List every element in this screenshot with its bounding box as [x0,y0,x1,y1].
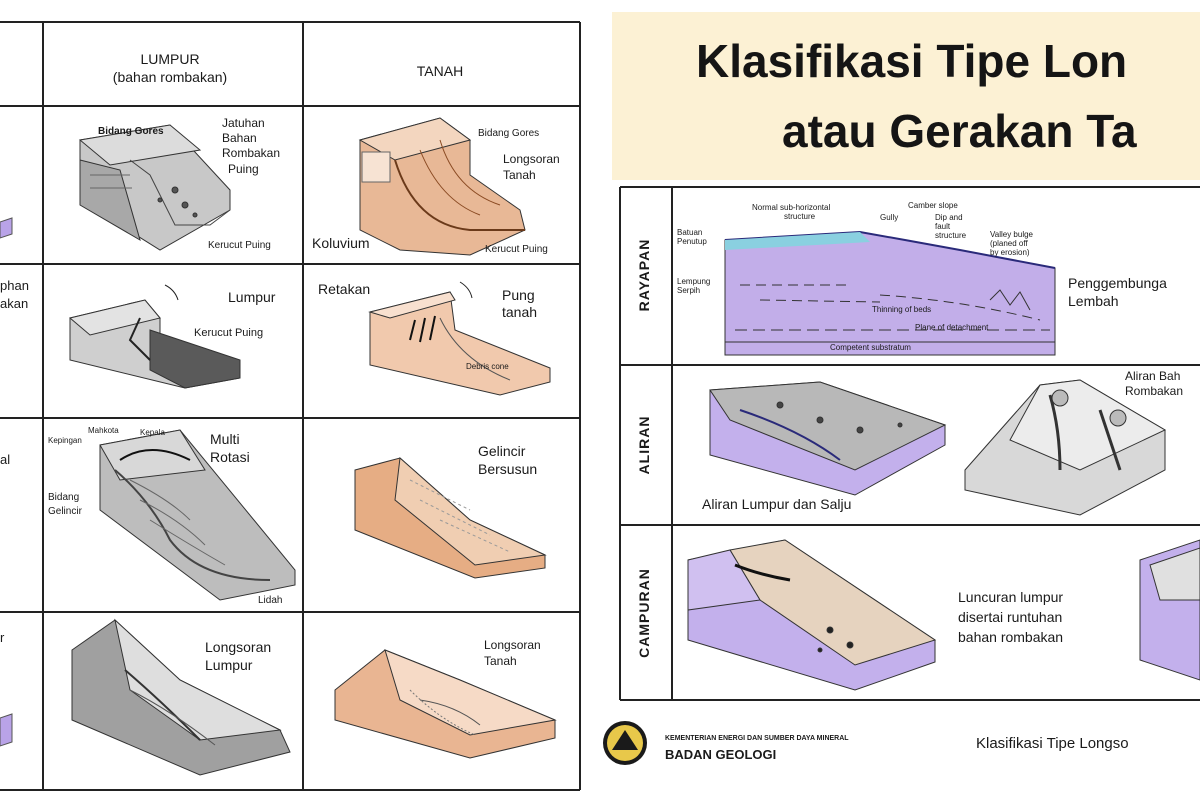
label: Lempung [677,277,711,286]
label: bahan rombakan [958,629,1064,645]
row-label-aliran: ALIRAN [636,415,652,475]
lumpur-row3-diagram [99,429,296,601]
label: Jatuhan [222,116,265,130]
partial-left-blocks [0,217,13,747]
label: Luncuran lumpur [958,589,1064,605]
label: Kepala [140,428,165,437]
label: disertai runtuhan [958,609,1063,625]
label: fault [935,222,951,231]
tanah-row3-diagram [354,456,547,579]
label: Puing [228,162,259,176]
label: Longsoran [484,638,541,652]
label: structure [784,212,816,221]
aliran-mudflow-diagram [709,381,947,496]
label: Gelincir [48,506,82,517]
partial-label: phan [0,278,29,293]
label: Multi [210,431,240,447]
rayapan-diagram [724,230,1056,356]
label: Bersusun [478,461,538,477]
row-label-rayapan: RAYAPAN [636,238,652,312]
page-title-line1: Klasifikasi Tipe Lon [696,35,1128,87]
label: Penggembunga [1068,275,1167,291]
label: Rotasi [210,449,250,465]
label: Competent substratum [830,343,911,352]
label: Kerucut Puing [194,327,264,339]
label: (planed off [990,239,1028,248]
col-header-tanah: TANAH [416,63,464,79]
label: Longsoran [503,152,560,166]
label: Longsoran [205,639,272,655]
label: Valley bulge [990,230,1033,239]
tanah-row2-diagram [368,281,551,396]
partial-label: al [0,452,11,467]
label: Lembah [1068,293,1119,309]
tanah-row4-diagram [334,649,557,759]
label: tanah [502,304,538,320]
label: Lumpur [228,289,276,305]
row-label-campuran: CAMPURAN [636,568,652,658]
label: Kepingan [48,436,82,445]
label: Bidang [48,492,80,503]
page-title-line2: atau Gerakan Ta [782,105,1137,157]
label: Pung [502,287,535,303]
label: by erosion) [990,248,1030,257]
label: Lumpur [205,657,253,673]
label: Mahkota [88,426,119,435]
campuran-diagram [687,539,937,691]
label: Aliran Lumpur dan Salju [702,496,852,512]
label: Tanah [503,168,536,182]
partial-label: r [0,630,5,645]
label: Gelincir [478,443,526,459]
label: Thinning of beds [872,305,932,314]
label: Batuan [677,228,703,237]
title-banner [612,12,1200,180]
label: Plane of detachment [915,323,989,332]
label: Serpih [677,286,701,295]
label: Lidah [258,595,283,606]
label: Tanah [484,654,517,668]
label: structure [935,231,967,240]
label: Camber slope [908,201,958,210]
label: Retakan [318,281,371,297]
partial-label: akan [0,296,29,311]
aliran-debris-diagram [964,379,1167,516]
label: Bidang Gores [98,126,164,137]
label: Bahan [222,131,257,145]
ministry-name: KEMENTERIAN ENERGI DAN SUMBER DAYA MINER… [665,735,849,742]
right-table-grid [619,186,1200,701]
lumpur-row1-diagram [78,124,231,251]
label: Kerucut Puing [208,240,271,251]
tanah-row1-diagram [358,117,526,256]
label: Rombakan [222,146,281,160]
col-header-lumpur-sub: (bahan rombakan) [112,69,228,85]
label: Gully [880,213,899,222]
lumpur-row2-diagram [68,284,241,389]
lumpur-row4-diagram [71,618,291,776]
label: Kerucut Puing [485,244,548,255]
label: Debris cone [466,362,509,371]
col-header-lumpur: LUMPUR [140,51,200,67]
label: Rombakan [1125,384,1184,398]
label: Dip and [935,213,963,222]
label: Bidang Gores [478,128,540,139]
label: Koluvium [312,235,370,251]
left-table-grid [0,21,581,791]
footer-caption: Klasifikasi Tipe Longso [976,735,1129,752]
label: Normal sub-horizontal [752,203,831,212]
badan-geologi-logo [603,721,647,765]
campuran-diagram-partial [1139,539,1200,681]
label: Penutup [677,237,707,246]
agency-name: BADAN GEOLOGI [665,747,777,762]
label: Aliran Bah [1125,369,1181,383]
